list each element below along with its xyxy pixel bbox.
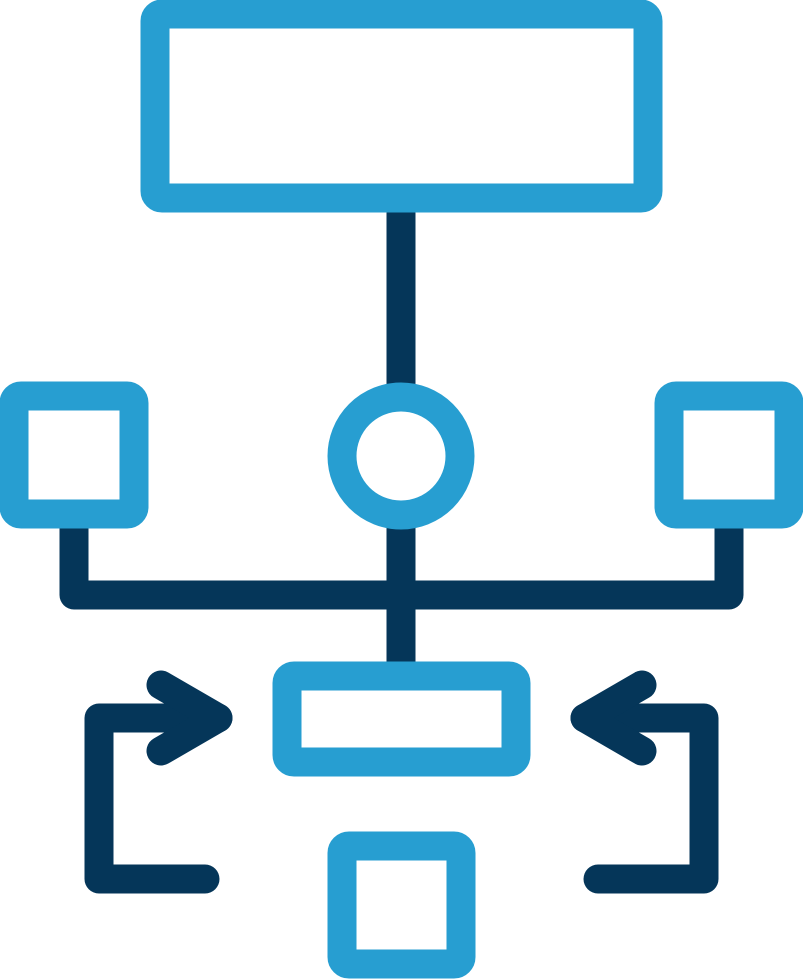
center-process-box: [272, 661, 531, 777]
left-loop-arrow-shaft: [84, 703, 233, 894]
left-square-node: [0, 381, 149, 529]
left-loop-arrowhead-icon: [146, 670, 233, 766]
top-process-box: [140, 0, 663, 213]
branch-connector: [59, 513, 744, 610]
right-loop-arrowhead-icon: [570, 670, 657, 766]
bottom-square-node: [327, 831, 476, 979]
decision-circle: [327, 382, 475, 530]
right-loop-arrow-shaft: [570, 703, 719, 894]
right-square-node: [654, 381, 803, 529]
